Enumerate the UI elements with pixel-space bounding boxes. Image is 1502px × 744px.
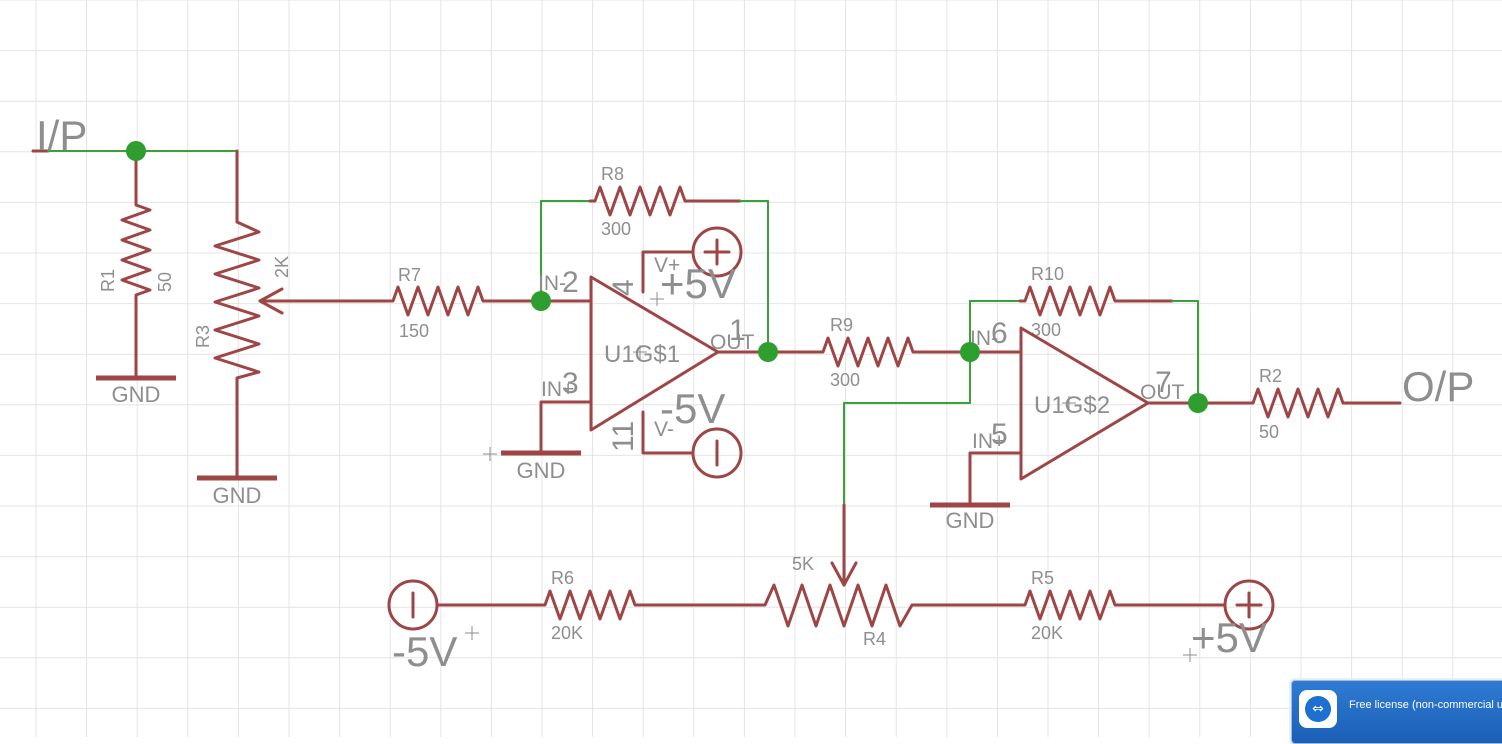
negative-supply-label: -5V	[392, 628, 457, 675]
junction-u1g2-out	[1188, 393, 1208, 413]
u1g1-pin-vminus: 11	[607, 421, 640, 452]
u1g1-gnd-label: GND	[517, 458, 566, 483]
license-notification[interactable]: ⇔ Free license (non-commercial us	[1291, 680, 1502, 744]
r1-name: R1	[98, 269, 118, 292]
resistor-r9[interactable]: R9 300	[766, 315, 972, 390]
output-net-label: O/P	[1402, 363, 1474, 410]
license-notification-text: Free license (non-commercial us	[1349, 699, 1502, 711]
r9-value: 300	[830, 370, 860, 390]
u1g2-pin-out: 7	[1155, 366, 1172, 399]
u1g2-pin-in-plus: 5	[991, 418, 1008, 451]
u1g1-label-out: OUT	[710, 331, 755, 354]
r1-gnd-label: GND	[112, 382, 161, 407]
r2-value: 50	[1259, 422, 1279, 442]
r7-name: R7	[398, 265, 421, 285]
r5-value: 20K	[1031, 623, 1063, 643]
r4-value: 5K	[792, 554, 814, 574]
r2-name: R2	[1259, 366, 1282, 386]
r8-name: R8	[601, 164, 624, 184]
resistor-r7[interactable]: R7 150	[386, 265, 543, 341]
positive-supply-label: +5V	[1191, 614, 1267, 661]
u1g2-gnd-label: GND	[946, 508, 995, 533]
opamp-u1g1[interactable]: U1G$1 2 3 1 4 11 IN- IN+ OUT V+ V- +5V -…	[501, 226, 770, 483]
junctions	[126, 141, 1208, 413]
resistor-r2[interactable]: R2 50 O/P	[1196, 363, 1474, 442]
r4-name: R4	[863, 629, 886, 649]
input-net-label: I/P	[36, 112, 87, 159]
u1g2-name: U1G$2	[1034, 392, 1110, 419]
junction-u1g1-out	[758, 342, 778, 362]
r8-value: 300	[601, 219, 631, 239]
r10-name: R10	[1031, 264, 1064, 284]
r6-name: R6	[551, 568, 574, 588]
junction-input	[126, 141, 146, 161]
r6-value: 20K	[551, 623, 583, 643]
u1g1-vplus-supply: +5V	[660, 260, 736, 307]
resistor-r6[interactable]: R6 20K	[538, 568, 744, 643]
u1g2-label-in-plus: IN+	[972, 430, 1005, 453]
u1g2-label-out: OUT	[1140, 381, 1185, 404]
u1g1-pin-in-plus: 3	[562, 367, 579, 400]
r3-name: R3	[193, 325, 213, 348]
positive-supply[interactable]: +5V	[1191, 579, 1275, 661]
u1g1-label-in-plus: IN+	[541, 378, 574, 401]
junction-u1g1-in	[531, 291, 551, 311]
u1g1-name: U1G$1	[604, 341, 680, 368]
r1-value: 50	[155, 272, 175, 292]
u1g2-label-in-minus: IN-	[970, 327, 998, 350]
origin-markers	[465, 292, 1197, 662]
u1g1-label-vminus: V-	[654, 418, 674, 441]
u1g1-label-vplus: V+	[654, 254, 680, 277]
negative-supply[interactable]: -5V	[387, 579, 542, 675]
teamviewer-icon: ⇔	[1299, 690, 1337, 728]
resistor-r1[interactable]: R1 50 GND	[96, 198, 176, 407]
potentiometer-r4[interactable]: R4 5K	[740, 554, 1022, 649]
r3-value: 2K	[272, 256, 292, 278]
u1g1-vminus-supply: -5V	[660, 385, 725, 432]
u1g2-pin-in-minus: 6	[991, 317, 1008, 350]
potentiometer-r3[interactable]: R3 2K GND	[193, 198, 390, 508]
r3-gnd-label: GND	[213, 483, 262, 508]
junction-u1g2-in	[960, 342, 980, 362]
u1g1-pin-vplus: 4	[607, 279, 640, 296]
u1g1-pin-in-minus: 2	[562, 266, 579, 299]
r5-name: R5	[1031, 568, 1054, 588]
r10-value: 300	[1031, 320, 1061, 340]
u1g1-pin-out: 1	[729, 314, 746, 347]
resistor-r10[interactable]: R10 300	[969, 264, 1199, 404]
offset-net	[842, 351, 971, 587]
r9-name: R9	[830, 315, 853, 335]
r7-value: 150	[399, 321, 429, 341]
opamp-u1g2[interactable]: U1G$2 6 5 7 IN- IN+ OUT GND	[930, 317, 1200, 533]
resistor-r5[interactable]: R5 20K	[1018, 568, 1226, 643]
resistor-r8[interactable]: R8 300	[540, 164, 769, 353]
u1g1-label-in-minus: IN-	[538, 272, 566, 295]
